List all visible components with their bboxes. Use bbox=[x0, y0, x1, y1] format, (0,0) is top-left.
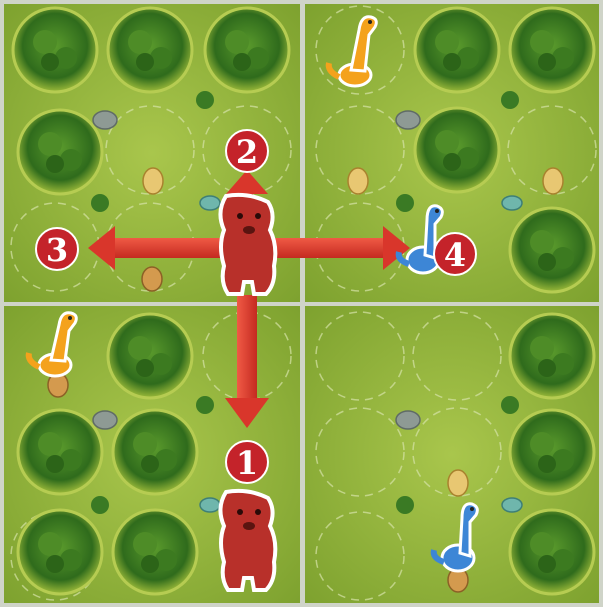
rock-icon bbox=[396, 111, 420, 129]
marker-1: 1 bbox=[226, 441, 268, 483]
bush-icon bbox=[415, 108, 499, 192]
bush-icon bbox=[108, 8, 192, 92]
red-dinosaur-icon bbox=[220, 195, 275, 294]
rock-icon bbox=[200, 196, 220, 210]
bush-icon bbox=[510, 510, 594, 594]
bush-icon bbox=[18, 110, 102, 194]
rock-icon bbox=[93, 411, 117, 429]
bush-icon bbox=[18, 510, 102, 594]
marker-4-label: 4 bbox=[444, 236, 466, 274]
marker-2-label: 2 bbox=[236, 133, 258, 171]
rock-icon bbox=[502, 498, 522, 512]
bush-icon bbox=[113, 410, 197, 494]
rock-icon bbox=[200, 498, 220, 512]
bush-icon bbox=[13, 8, 97, 92]
red-dinosaur-icon bbox=[220, 491, 275, 590]
rock-icon bbox=[396, 411, 420, 429]
bush-icon bbox=[510, 208, 594, 292]
bush-icon bbox=[108, 314, 192, 398]
marker-3: 3 bbox=[36, 228, 78, 270]
bush-icon bbox=[113, 510, 197, 594]
marker-2: 2 bbox=[226, 130, 268, 172]
bush-icon bbox=[18, 410, 102, 494]
egg-icon bbox=[143, 168, 163, 194]
marker-1-label: 1 bbox=[236, 444, 258, 482]
egg-icon bbox=[543, 168, 563, 194]
marker-4: 4 bbox=[434, 233, 476, 275]
rock-icon bbox=[502, 196, 522, 210]
bush-icon bbox=[205, 8, 289, 92]
marker-3-label: 3 bbox=[46, 231, 68, 269]
egg-icon bbox=[142, 267, 162, 291]
bush-icon bbox=[510, 410, 594, 494]
bush-icon bbox=[510, 8, 594, 92]
bush-icon bbox=[510, 314, 594, 398]
bush-icon bbox=[415, 8, 499, 92]
rock-icon bbox=[93, 111, 117, 129]
egg-icon bbox=[348, 168, 368, 194]
egg-icon bbox=[448, 470, 468, 496]
